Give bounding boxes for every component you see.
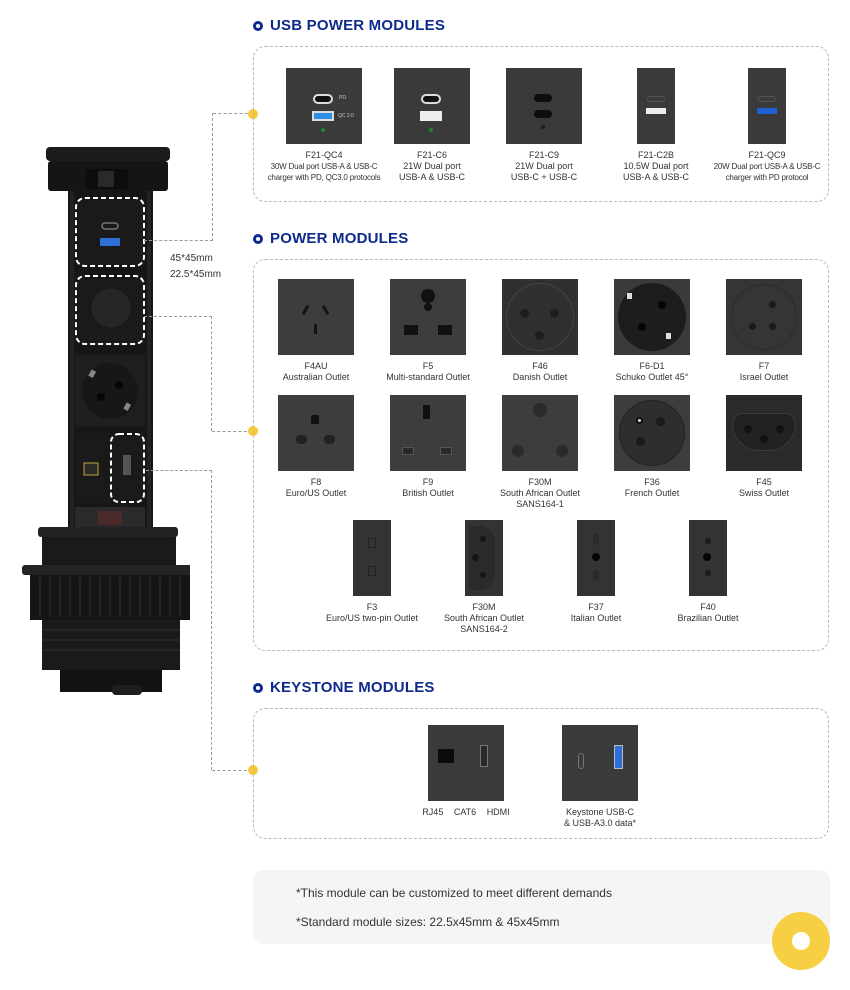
- led-indicator-icon: [429, 128, 433, 132]
- south-african-sans164-2-outlet-icon: [465, 520, 503, 596]
- british-outlet-icon: [390, 395, 466, 471]
- leader-line-keystone-h: [212, 770, 252, 771]
- usb-c-port-icon: [578, 753, 584, 769]
- usb-c-port-icon: [534, 94, 552, 102]
- australian-outlet-icon: [278, 279, 354, 355]
- led-indicator-icon: [321, 128, 325, 132]
- italian-outlet-icon: [577, 520, 615, 596]
- israel-outlet-icon: [726, 279, 802, 355]
- leader-line-usb-top: [213, 113, 253, 114]
- note-module-sizes: *Standard module sizes: 22.5x45mm & 45x4…: [296, 915, 560, 929]
- usb-a-port-icon: [757, 108, 777, 114]
- ring-bullet-icon: [253, 233, 263, 244]
- leader-line-power: [144, 316, 212, 431]
- power-module-f7[interactable]: F7 Israel Outlet: [716, 279, 812, 383]
- usb-module-image: [637, 68, 675, 144]
- usb-module-f21-qc4[interactable]: PD QC 3.0 F21-QC4 30W Dual port USB-A & …: [262, 68, 386, 183]
- usb-module-f21-c6[interactable]: F21-C6 21W Dual port USB-A & USB-C: [380, 68, 484, 183]
- usb-c-port-icon: [534, 110, 552, 118]
- rj45-port-icon: [438, 749, 454, 763]
- power-module-f36[interactable]: F36 French Outlet: [604, 395, 700, 499]
- leader-line-keystone: [146, 470, 212, 770]
- keystone-modules-panel: RJ45 CAT6 HDMI Keystone USB-C & USB-A3.0…: [253, 708, 829, 839]
- section-title-usb: USB POWER MODULES: [253, 17, 445, 34]
- usb-c-port-icon: [313, 94, 333, 104]
- ring-bullet-icon: [253, 682, 263, 693]
- section-title-keystone: KEYSTONE MODULES: [253, 679, 435, 696]
- french-outlet-icon: [614, 395, 690, 471]
- leader-line-usb: [144, 113, 213, 241]
- power-module-f5[interactable]: F5 Multi-standard Outlet: [380, 279, 476, 383]
- power-module-f45[interactable]: F45 Swiss Outlet: [716, 395, 812, 499]
- power-module-f30m-2[interactable]: F30M South African Outlet SANS164-2: [432, 520, 536, 635]
- notes-box: *This module can be customized to meet d…: [253, 870, 830, 944]
- power-module-f9[interactable]: F9 British Outlet: [380, 395, 476, 499]
- usb-module-f21-c2b[interactable]: F21-C2B 10.5W Dual port USB-A & USB-C: [604, 68, 708, 183]
- power-modules-panel: F4AU Australian Outlet F5 Multi-standard…: [253, 259, 829, 651]
- usb-module-f21-qc9[interactable]: F21-QC9 20W Dual port USB-A & USB-C char…: [704, 68, 830, 183]
- usb-c-port-icon: [421, 94, 441, 104]
- power-module-f40[interactable]: F40 Brazilian Outlet: [656, 520, 760, 624]
- ring-bullet-icon: [253, 20, 263, 31]
- euro-us-two-pin-outlet-icon: [353, 520, 391, 596]
- rj45-hdmi-module-image: [428, 725, 504, 801]
- usb-c-port-icon: [758, 96, 776, 102]
- product-tower-image: [20, 145, 198, 700]
- pop-up-socket-tower-icon: [22, 147, 198, 695]
- power-module-f46[interactable]: F46 Danish Outlet: [492, 279, 588, 383]
- brazilian-outlet-icon: [689, 520, 727, 596]
- usb-modules-panel: PD QC 3.0 F21-QC4 30W Dual port USB-A & …: [253, 46, 829, 202]
- dimension-label-45x45: 45*45mm: [170, 253, 213, 264]
- usb-module-image: PD QC 3.0: [286, 68, 362, 144]
- led-indicator-icon: [541, 125, 545, 129]
- usb-module-image: [506, 68, 582, 144]
- power-module-f37[interactable]: F37 Italian Outlet: [544, 520, 648, 624]
- euro-us-outlet-icon: [278, 395, 354, 471]
- usb-module-image: [394, 68, 470, 144]
- usb-a-port-icon: [312, 111, 334, 121]
- keystone-module-rj45-hdmi[interactable]: RJ45 CAT6 HDMI: [414, 725, 518, 818]
- swiss-outlet-icon: [726, 395, 802, 471]
- usb-module-f21-c9[interactable]: F21-C9 21W Dual port USB-C + USB-C: [492, 68, 596, 183]
- keystone-module-usb-c-a3[interactable]: Keystone USB-C & USB-A3.0 data*: [548, 725, 652, 829]
- usb-a-port-icon: [614, 745, 623, 769]
- schuko-outlet-icon: [614, 279, 690, 355]
- usb-c-port-icon: [647, 96, 665, 102]
- keystone-usb-module-image: [562, 725, 638, 801]
- power-module-f30m-1[interactable]: F30M South African Outlet SANS164-1: [492, 395, 588, 510]
- power-module-f8[interactable]: F8 Euro/US Outlet: [268, 395, 364, 499]
- power-module-f4au[interactable]: F4AU Australian Outlet: [268, 279, 364, 383]
- hdmi-port-icon: [480, 745, 488, 767]
- south-african-outlet-icon: [502, 395, 578, 471]
- usb-a-port-icon: [420, 111, 442, 121]
- power-module-f3[interactable]: F3 Euro/US two-pin Outlet: [320, 520, 424, 624]
- note-customizable: *This module can be customized to meet d…: [296, 886, 612, 900]
- section-title-power: POWER MODULES: [253, 230, 408, 247]
- usb-module-image: [748, 68, 786, 144]
- danish-outlet-icon: [502, 279, 578, 355]
- power-module-f6-d1[interactable]: F6-D1 Schuko Outlet 45°: [604, 279, 700, 383]
- leader-line-power-h: [212, 431, 252, 432]
- usb-a-port-icon: [646, 108, 666, 114]
- multi-standard-outlet-icon: [390, 279, 466, 355]
- decorative-ring-icon: [772, 912, 830, 970]
- dimension-label-22x45: 22.5*45mm: [170, 269, 222, 280]
